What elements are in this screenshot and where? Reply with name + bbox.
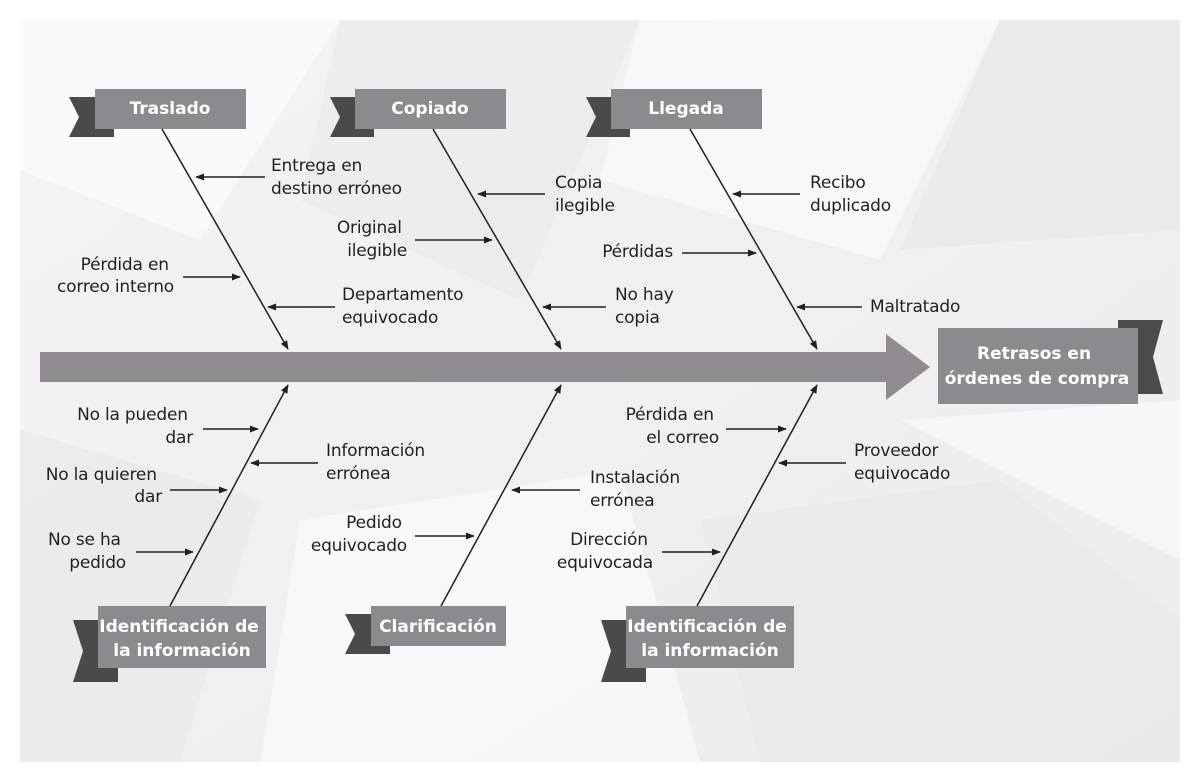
- category-label: Copiado: [391, 99, 468, 119]
- cause-recibo-duplicado: Recibo duplicado: [810, 173, 891, 216]
- category-label: Identificación de la información: [627, 617, 792, 661]
- cause-instalacion-erronea: Instalación errónea: [590, 468, 685, 511]
- category-label: Llegada: [648, 99, 723, 119]
- category-line: Identificación de: [99, 617, 259, 637]
- cause-direccion-equivocada: Dirección equivocada: [557, 530, 653, 573]
- bone-clarificacion: [440, 384, 562, 607]
- cause-perdidas: Pérdidas: [602, 242, 673, 262]
- cause-original-ilegible: Original ilegible: [337, 218, 407, 261]
- effect-box: Retrasos en órdenes de compra: [938, 320, 1163, 404]
- category-identificacion-1: Identificación de la información: [73, 606, 266, 682]
- cause-informacion-erronea: Información errónea: [326, 441, 430, 484]
- main-bones: [161, 128, 818, 607]
- cause-perdida-correo-interno: Pérdida en correo interno: [57, 255, 174, 297]
- bone-llegada: [689, 128, 818, 350]
- bone-copiado: [432, 128, 562, 350]
- cause-no-hay-copia: No hay copia: [615, 285, 679, 328]
- cause-maltratado: Maltratado: [870, 297, 960, 317]
- category-llegada: Llegada: [586, 89, 762, 137]
- bone-identificacion-2: [696, 384, 818, 607]
- effect-line: Retrasos en: [977, 344, 1091, 364]
- category-copiado: Copiado: [330, 89, 506, 137]
- effect-line: órdenes de compra: [945, 369, 1130, 389]
- category-label: Identificación de la información: [99, 617, 264, 661]
- cause-labels: Entrega en destino erróneo Pérdida en co…: [46, 156, 961, 573]
- cause-entrega-destino: Entrega en destino erróneo: [271, 156, 402, 199]
- cause-no-la-quieren-dar: No la quieren dar: [46, 465, 162, 507]
- category-line: la información: [113, 641, 250, 661]
- cause-no-la-pueden-dar: No la pueden dar: [77, 405, 193, 448]
- background: [20, 20, 1180, 762]
- category-line: la información: [641, 641, 778, 661]
- category-traslado: Traslado: [69, 89, 246, 137]
- cause-arrows: [136, 173, 862, 556]
- cause-proveedor-equivocado: Proveedor equivocado: [854, 441, 950, 484]
- bone-traslado: [161, 128, 289, 350]
- category-clarificacion: Clarificación: [345, 606, 506, 654]
- effect-label: Retrasos en órdenes de compra: [945, 344, 1130, 389]
- category-label: Traslado: [130, 99, 211, 119]
- cause-copia-ilegible: Copia ilegible: [555, 173, 615, 216]
- spine: [40, 334, 930, 400]
- category-line: Identificación de: [627, 617, 787, 637]
- category-label: Clarificación: [379, 617, 497, 637]
- cause-departamento-equivocado: Departamento equivocado: [342, 285, 469, 328]
- cause-no-se-ha-pedido: No se ha pedido: [48, 530, 126, 573]
- category-identificacion-2: Identificación de la información: [601, 606, 794, 682]
- cause-perdida-en-el-correo: Pérdida en el correo: [626, 405, 719, 448]
- bone-identificacion-1: [169, 384, 289, 607]
- cause-pedido-equivocado: Pedido equivocado: [311, 513, 407, 556]
